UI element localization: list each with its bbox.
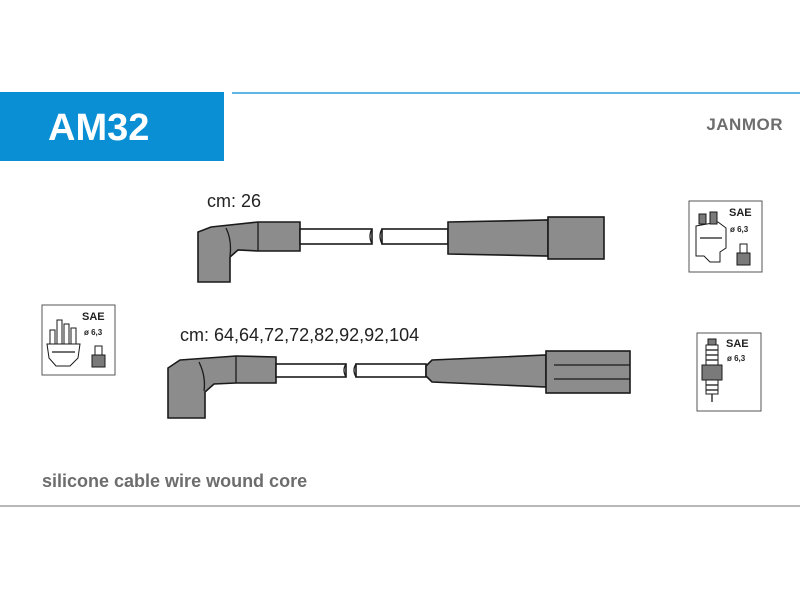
spark-plug-icon-standard: SAE (726, 338, 749, 350)
coil-cable-straight-boot (447, 219, 549, 257)
plug-cable-ferrule (425, 354, 547, 388)
plug-cable-ribbed-boot (545, 350, 631, 394)
plug-cable: cm: 64,64,72,72,82,92,92,104 (167, 325, 631, 419)
coil-icon-diameter: ø 6,3 (730, 225, 749, 234)
coil-cable-length-label: cm: 26 (207, 191, 261, 211)
coil-cable-wire-right (381, 228, 449, 245)
footer: silicone cable wire wound core (0, 471, 800, 507)
plug-cable-length-label: cm: 64,64,72,72,82,92,92,104 (180, 325, 419, 345)
distributor-cap-icon: SAE ø 6,3 (41, 304, 116, 376)
coil-cable-terminal-cap (547, 216, 605, 260)
brand-name: JANMOR (706, 115, 783, 134)
distributor-icon-diameter: ø 6,3 (84, 328, 103, 337)
header-code-block (0, 92, 224, 161)
spark-plug-icon-diameter: ø 6,3 (727, 354, 746, 363)
cable-description: silicone cable wire wound core (42, 471, 307, 491)
plug-cable-wire-left (275, 363, 347, 378)
spark-plug-icon: SAE ø 6,3 (696, 332, 762, 412)
part-code: AM32 (48, 107, 149, 149)
ignition-coil-icon: SAE ø 6,3 (688, 200, 763, 273)
plug-cable-angled-boot (167, 355, 277, 419)
header: AM32 JANMOR (0, 92, 800, 161)
coil-icon-standard: SAE (729, 207, 752, 219)
distributor-icon-standard: SAE (82, 311, 105, 323)
plug-cable-wire-right (355, 363, 427, 378)
coil-cable: cm: 26 (197, 191, 605, 283)
coil-cable-angled-boot (197, 221, 301, 283)
coil-cable-wire-left (299, 228, 373, 245)
